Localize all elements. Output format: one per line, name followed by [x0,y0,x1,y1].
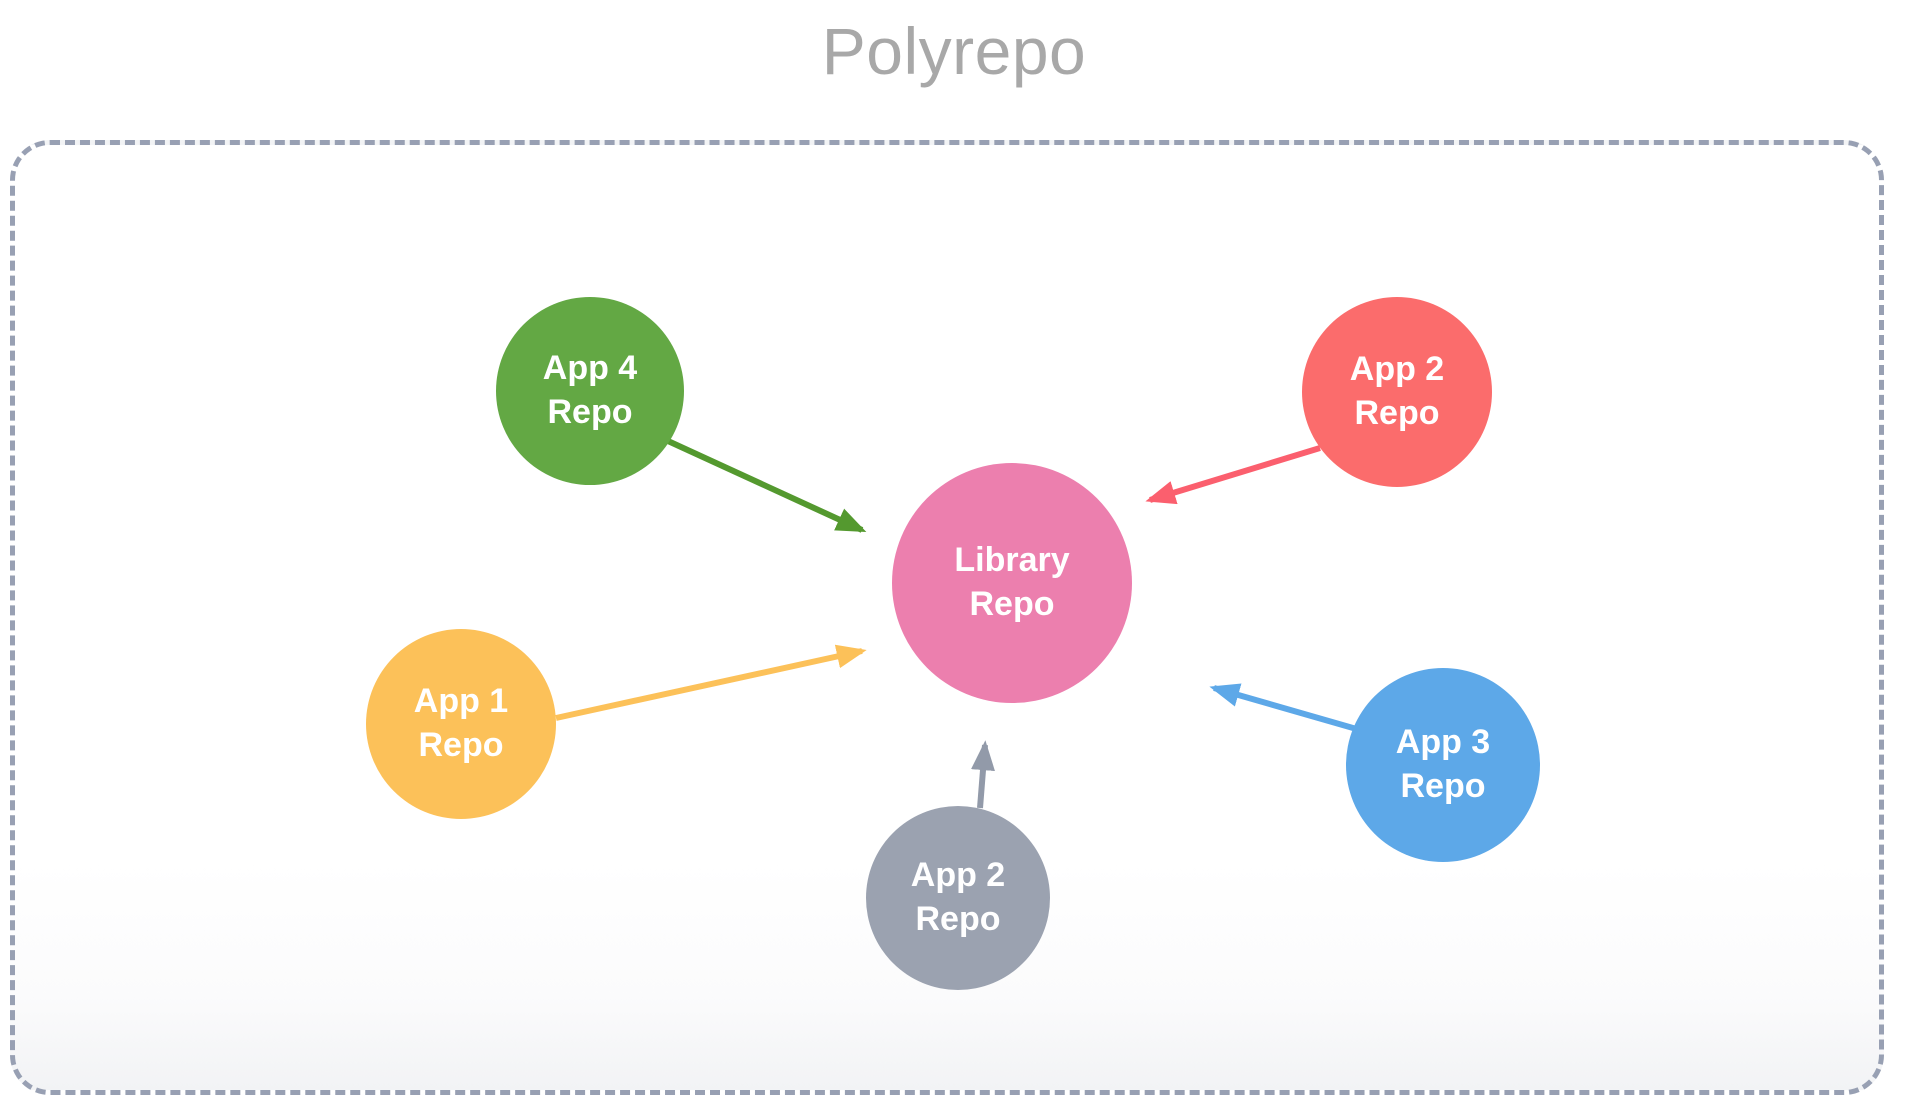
node-label-line1: App 3 [1395,723,1491,762]
node-app3-repo[interactable]: App 3 Repo [1346,668,1540,862]
node-label-line2: Repo [969,585,1055,623]
node-label-line1: App 4 [542,349,638,388]
node-label-line1: App 1 [413,682,509,721]
node-label-line1: App 2 [910,856,1006,895]
node-app2-repo-red[interactable]: App 2 Repo [1302,297,1492,487]
page-title: Polyrepo [821,14,1087,88]
node-app2-repo-grey[interactable]: App 2 Repo [866,806,1050,990]
node-app4-repo[interactable]: App 4 Repo [496,297,684,485]
node-label-line2: Repo [1354,394,1440,432]
node-label-line2: Repo [418,726,504,764]
node-app1-repo[interactable]: App 1 Repo [366,629,556,819]
node-label-line1: Library [954,541,1070,580]
node-label-line2: Repo [1400,767,1486,805]
node-label-line2: Repo [547,393,633,431]
node-label-line1: App 2 [1349,350,1445,389]
node-label-line2: Repo [915,900,1001,938]
